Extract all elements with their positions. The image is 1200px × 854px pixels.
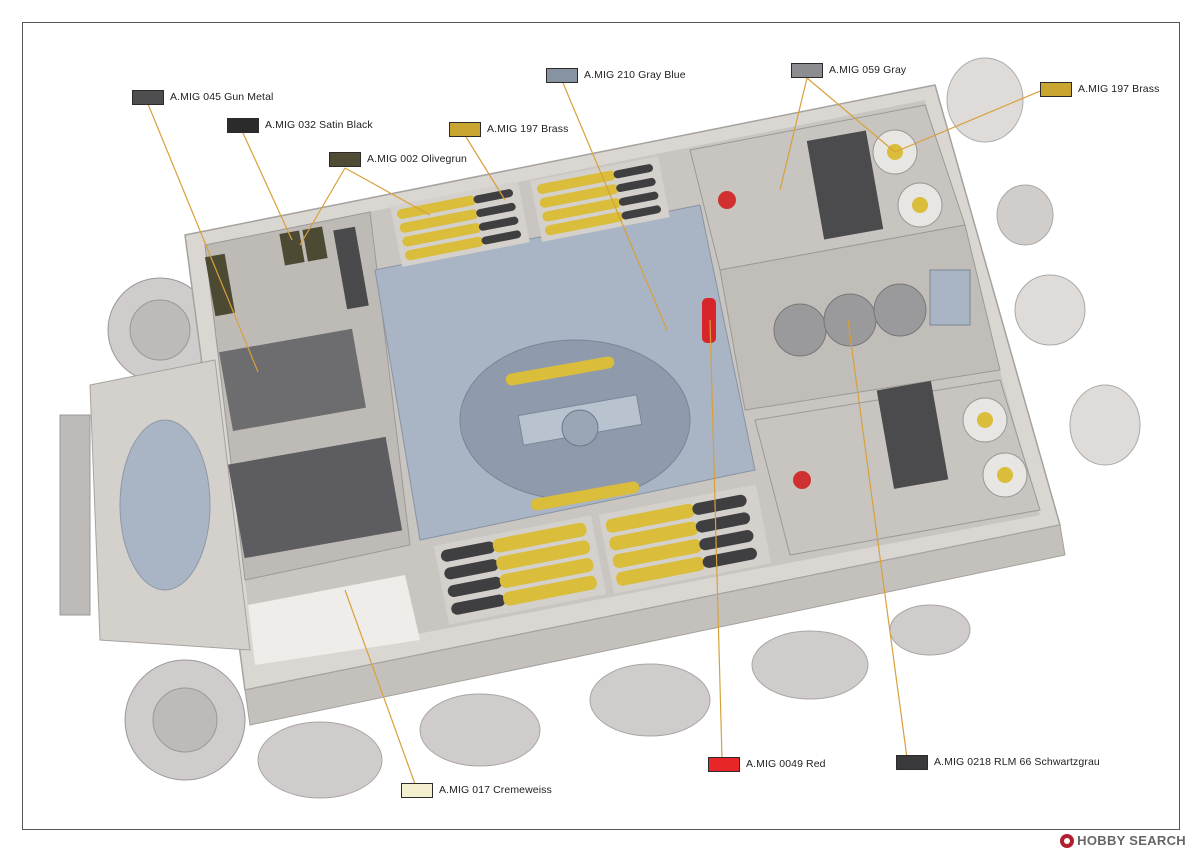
callout-gun-metal: A.MIG 045 Gun Metal	[132, 89, 273, 105]
drive-sprocket	[107, 277, 246, 781]
road-wheels	[257, 604, 971, 799]
callout-brass-left: A.MIG 197 Brass	[449, 121, 568, 137]
callout-label: A.MIG 045 Gun Metal	[170, 91, 274, 103]
callout-label: A.MIG 017 Cremeweiss	[439, 784, 552, 796]
callout-label: A.MIG 197 Brass	[487, 123, 569, 135]
radio-box	[876, 380, 949, 489]
red-cap	[718, 191, 736, 209]
ammo-rack	[333, 226, 369, 310]
color-swatch	[401, 782, 433, 798]
radio-box	[806, 130, 884, 240]
color-swatch	[227, 117, 259, 133]
callout-label: A.MIG 032 Satin Black	[265, 119, 373, 131]
olive-box	[279, 230, 305, 266]
callout-gray-blue: A.MIG 210 Gray Blue	[546, 67, 686, 83]
exhaust-assembly	[946, 57, 1141, 466]
callout-label: A.MIG 197 Brass	[1078, 83, 1160, 95]
fire-extinguisher	[702, 298, 716, 343]
color-swatch	[329, 151, 361, 167]
callout-red: A.MIG 0049 Red	[708, 756, 826, 772]
callout-cremeweiss: A.MIG 017 Cremeweiss	[401, 782, 552, 798]
color-swatch	[791, 62, 823, 78]
olive-box	[204, 253, 236, 317]
color-swatch	[708, 756, 740, 772]
color-swatch	[132, 89, 164, 105]
color-swatch	[546, 67, 578, 83]
color-swatch	[1040, 81, 1072, 97]
track-links	[59, 414, 91, 616]
callout-schwartzgrau: A.MIG 0218 RLM 66 Schwartzgrau	[896, 754, 1100, 770]
steering-unit	[929, 269, 971, 326]
callout-gray: A.MIG 059 Gray	[791, 62, 906, 78]
turret-hub	[561, 409, 599, 447]
transmission	[228, 436, 403, 559]
callout-label: A.MIG 002 Olivegrun	[367, 153, 467, 165]
olive-box	[302, 226, 328, 262]
callout-olivegrun: A.MIG 002 Olivegrun	[329, 151, 467, 167]
watermark: HOBBY SEARCH	[1060, 833, 1186, 848]
callout-label: A.MIG 210 Gray Blue	[584, 69, 686, 81]
callout-label: A.MIG 059 Gray	[829, 64, 907, 76]
ammo-rack-bottom-right	[598, 484, 772, 594]
final-drives	[773, 283, 927, 357]
red-cap	[793, 471, 811, 489]
shell	[530, 481, 640, 511]
ammo-rack-bottom-left	[433, 515, 607, 625]
callout-brass-right: A.MIG 197 Brass	[1040, 81, 1159, 97]
gearbox	[219, 328, 366, 432]
callout-label: A.MIG 0049 Red	[746, 758, 826, 770]
callout-satin-black: A.MIG 032 Satin Black	[227, 117, 373, 133]
engine-block	[119, 419, 211, 591]
callout-label: A.MIG 0218 RLM 66 Schwartzgrau	[934, 756, 1100, 768]
ammo-rack-top-right	[530, 156, 670, 242]
floor-plate	[248, 575, 420, 665]
watermark-logo-icon	[1060, 833, 1075, 848]
hull-front	[244, 524, 1066, 726]
watermark-text: HOBBY SEARCH	[1077, 833, 1186, 848]
color-swatch	[896, 754, 928, 770]
color-swatch	[449, 121, 481, 137]
shell	[505, 356, 615, 386]
leader-lines	[147, 77, 1046, 785]
ammo-rack-top-left	[390, 181, 530, 267]
ventilation-fans	[872, 129, 1028, 498]
